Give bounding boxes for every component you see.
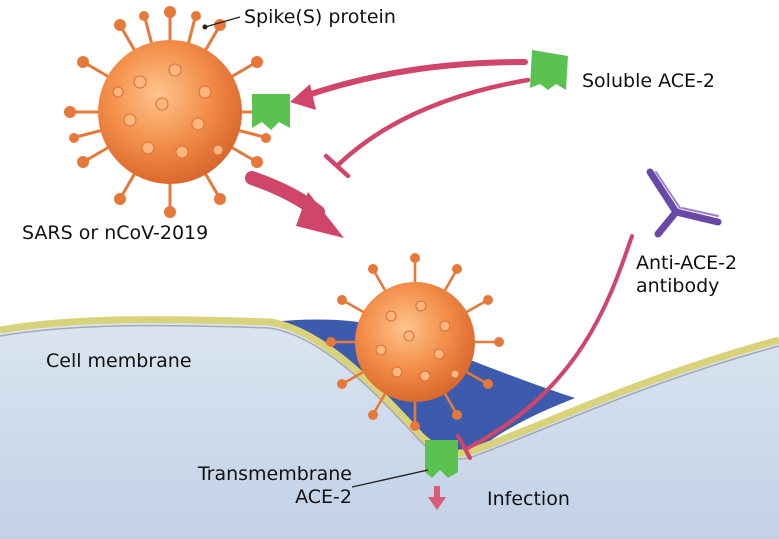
transmembrane-label-line1: Transmembrane	[197, 463, 352, 485]
antibody-inner-lines	[655, 171, 719, 217]
binding-arrow	[302, 59, 528, 99]
cell-membrane-label: Cell membrane	[46, 350, 192, 372]
spike-pointer-line	[204, 16, 241, 28]
anti-ace2-label: Anti-ACE-2 antibody	[636, 252, 737, 298]
inhibition-bar	[323, 153, 351, 179]
transmembrane-label-line2: ACE-2	[295, 486, 352, 508]
virus-bound	[326, 253, 504, 431]
virus-label: SARS or nCoV-2019	[22, 222, 209, 244]
inhibition-line	[335, 77, 531, 168]
anti-ace2-label-line1: Anti-ACE-2	[636, 252, 738, 274]
cell-body	[0, 319, 779, 539]
antibody-icon	[646, 168, 722, 238]
soluble-ace2-bound-icon	[252, 94, 290, 130]
transmembrane-pointer-line	[351, 469, 429, 488]
transmembrane-ace2-label: Transmembrane ACE-2	[168, 463, 352, 509]
cell-membrane-line	[0, 316, 779, 457]
virus-top	[64, 6, 276, 218]
infection-label: Infection	[487, 488, 570, 510]
cell-membrane-inner-line	[0, 324, 779, 460]
binding-arrowhead	[290, 84, 316, 110]
antibody-inhibition-line	[466, 234, 634, 450]
transmembrane-ace2-icon	[425, 440, 458, 478]
spike-protein-label: Spike(S) protein	[244, 6, 396, 28]
antibody-inhibition-bar	[456, 434, 472, 460]
soluble-ace2-label: Soluble ACE-2	[582, 70, 715, 92]
entry-arrowhead	[296, 192, 344, 238]
anti-ace2-label-line2: antibody	[636, 275, 720, 297]
spike-pointer-dot	[202, 24, 208, 30]
soluble-ace2-icon	[530, 50, 568, 90]
infection-arrowhead	[428, 497, 446, 510]
